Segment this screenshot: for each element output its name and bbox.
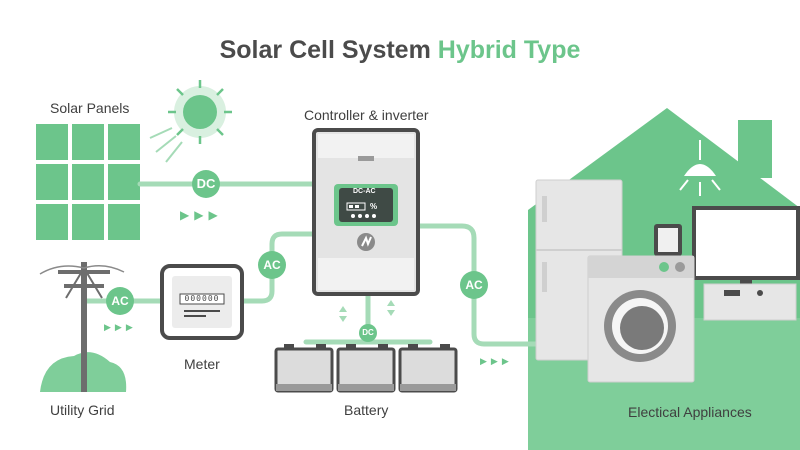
battery-flow-arrows <box>339 300 395 322</box>
display-mode: DC-AC <box>353 188 376 195</box>
dc-badge-text: DC <box>196 176 216 191</box>
ac-badge-meter: AC <box>258 251 286 279</box>
dc-badge-battery-text: DC <box>362 328 374 337</box>
battery-3 <box>398 344 458 393</box>
controller-label: Controller & inverter <box>304 107 429 123</box>
diagram-title: Solar Cell System Hybrid Type <box>0 36 800 65</box>
title-accent: Hybrid Type <box>437 36 581 64</box>
chimney <box>738 120 772 178</box>
bolt-icon <box>357 233 375 251</box>
battery-label: Battery <box>344 402 389 418</box>
arrow-right-icon: ▶▶▶ <box>104 322 137 332</box>
dc-badge-battery: DC <box>359 324 377 342</box>
arrow-right-icon: ▶▶▶ <box>180 208 223 222</box>
meter-readout: 000000 <box>184 294 220 303</box>
utility-grid-label: Utility Grid <box>50 402 115 418</box>
coffee-machine <box>654 224 682 256</box>
display-unit: % <box>370 202 378 211</box>
lamp-icon <box>679 140 721 196</box>
utility-pole <box>39 262 127 392</box>
washing-machine <box>587 255 695 383</box>
sun-rays <box>149 127 183 163</box>
controller-inverter <box>312 128 420 296</box>
controller-display <box>339 188 393 222</box>
meter-label: Meter <box>184 356 220 372</box>
sun-icon <box>168 80 232 144</box>
battery-bank <box>274 344 458 393</box>
arrow-right-icon: ▶▶▶ <box>480 356 513 366</box>
solar-panel-array <box>36 124 140 240</box>
meter <box>160 264 244 340</box>
dc-badge: DC <box>192 170 220 198</box>
battery-1 <box>274 344 334 393</box>
ac-badge-meter-text: AC <box>263 258 281 272</box>
ac-badge-appliances: AC <box>460 271 488 299</box>
ac-badge-appliances-text: AC <box>465 278 483 292</box>
appliances-label: Electical Appliances <box>628 404 752 420</box>
battery-2 <box>336 344 396 393</box>
title-main: Solar Cell System <box>219 36 431 64</box>
ac-badge-grid: AC <box>106 287 134 315</box>
solar-panels-label: Solar Panels <box>50 100 130 116</box>
television <box>692 206 800 321</box>
ac-badge-grid-text: AC <box>111 294 129 308</box>
